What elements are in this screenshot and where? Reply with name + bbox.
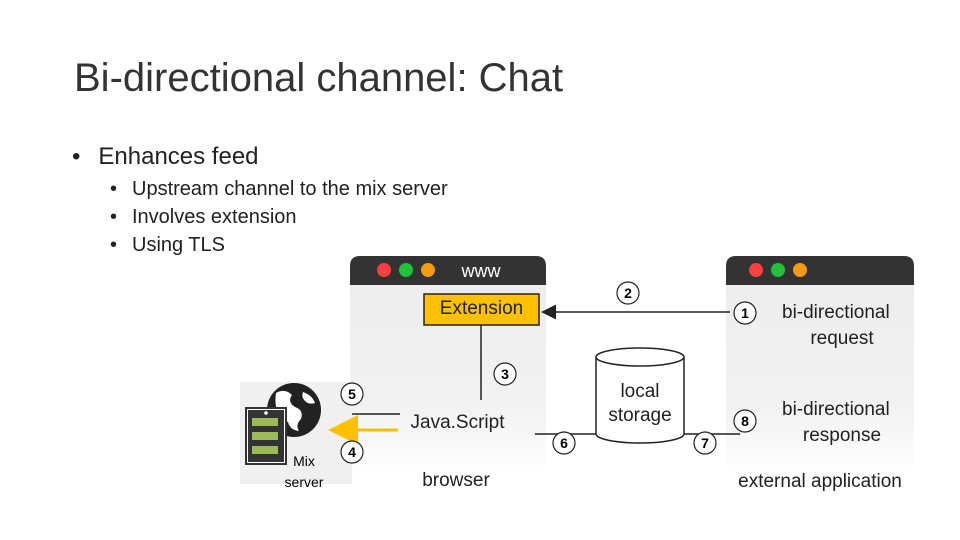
extension-label: Extension	[439, 298, 524, 319]
response-label-2: response	[802, 425, 882, 446]
external-app-window	[726, 256, 914, 473]
step-5: 5	[340, 382, 364, 406]
response-label-1: bi-directional	[782, 399, 890, 420]
sub-bullet-3: •Using TLS	[110, 234, 226, 256]
mix-server-label-2: server	[285, 474, 324, 490]
browser-titlebar	[350, 256, 546, 285]
request-label-1: bi-directional	[782, 302, 890, 323]
step-1: 1	[733, 301, 757, 325]
minimize-dot-icon	[793, 263, 807, 277]
svg-text:3: 3	[501, 366, 509, 382]
close-dot-icon	[749, 263, 763, 277]
step-7: 7	[693, 431, 717, 455]
javascript-label: Java.Script	[410, 412, 505, 433]
local-storage-cylinder	[595, 347, 685, 444]
storage-label-2: storage	[608, 405, 672, 426]
svg-text:4: 4	[348, 444, 356, 460]
browser-caption: browser	[422, 470, 490, 491]
svg-text:8: 8	[741, 413, 749, 429]
step-3: 3	[493, 362, 517, 386]
svg-text:2: 2	[624, 285, 632, 301]
bullet-main: •Enhances feed	[72, 143, 259, 170]
bullet-main-text: Enhances feed	[98, 143, 259, 170]
sub-bullet-2: •Involves extension	[110, 206, 297, 228]
mix-server-box: Mix server	[240, 382, 352, 490]
step-2: 2	[616, 281, 640, 305]
ext-titlebar	[726, 256, 914, 285]
sub-bullet-1: •Upstream channel to the mix server	[110, 178, 448, 200]
mix-server-label-1: Mix	[293, 453, 315, 469]
external-app-caption: external application	[738, 471, 902, 492]
maximize-dot-icon	[771, 263, 785, 277]
svg-text:7: 7	[701, 435, 709, 451]
storage-label-1: local	[620, 381, 660, 402]
request-label-2: request	[810, 328, 874, 349]
svg-text:6: 6	[560, 435, 568, 451]
svg-text:1: 1	[741, 305, 749, 321]
step-4: 4	[340, 440, 364, 464]
browser-window	[350, 256, 546, 473]
step-8: 8	[733, 409, 757, 433]
page-title: Bi-directional channel: Chat	[74, 56, 564, 100]
close-dot-icon	[377, 263, 391, 277]
maximize-dot-icon	[399, 263, 413, 277]
minimize-dot-icon	[421, 263, 435, 277]
server-icon	[245, 407, 287, 465]
browser-tab-label: www	[461, 261, 502, 281]
step-6: 6	[552, 431, 576, 455]
svg-text:5: 5	[348, 386, 356, 402]
